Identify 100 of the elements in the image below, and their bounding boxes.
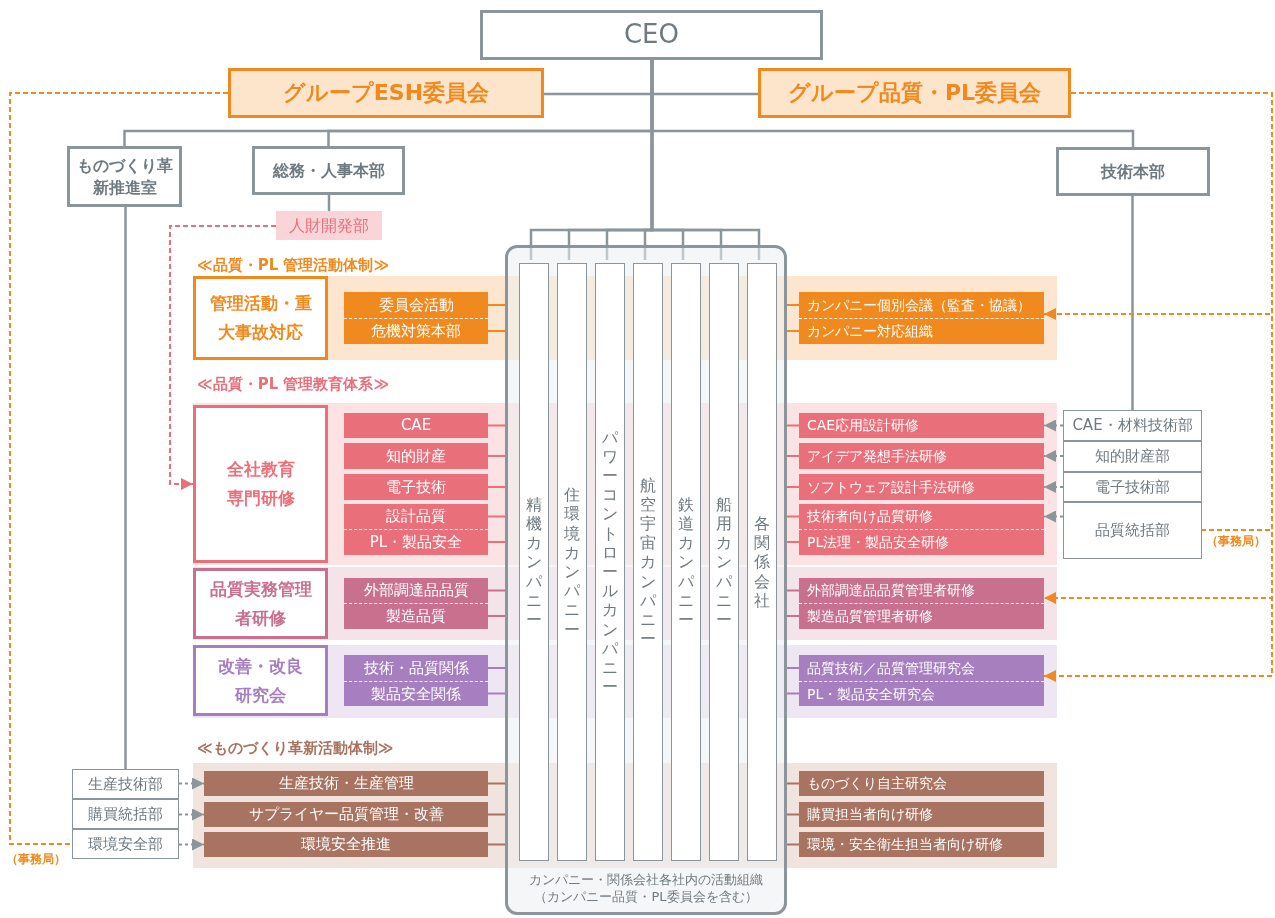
department-box: 環境安全部 xyxy=(72,829,179,859)
activity-box: カンパニー個別会議（監査・協議） xyxy=(799,292,1044,318)
training-box: 技術者向け品質研修 xyxy=(799,504,1044,529)
connector-line xyxy=(786,615,800,617)
company-column: 鉄道カンパニー xyxy=(671,263,701,861)
category-box: 品質実務管理者研修 xyxy=(193,568,328,639)
department-box: CAE・材料技術部 xyxy=(1063,410,1202,441)
company-column: 船用カンパニー xyxy=(709,263,739,861)
training-box: 電子技術 xyxy=(344,474,488,500)
company-container xyxy=(505,245,787,915)
connector-line xyxy=(487,330,506,332)
category-box: 管理活動・重大事故対応 xyxy=(193,276,328,360)
training-box: PL法理・製品安全研修 xyxy=(799,529,1044,555)
connector-line xyxy=(786,589,800,592)
activity-box: 環境・安全衛生担当者向け研修 xyxy=(799,832,1044,857)
activity-box: 生産技術・生産管理 xyxy=(204,771,488,796)
connector-line xyxy=(786,304,800,306)
training-box: CAE xyxy=(344,413,488,438)
activity-box: サプライヤー品質管理・改善 xyxy=(204,802,488,827)
arrow xyxy=(1043,510,1064,523)
training-box: 外部調達品品質管理者研修 xyxy=(799,578,1044,603)
connector-line xyxy=(9,92,229,845)
department-box: 知的財産部 xyxy=(1063,441,1202,472)
connector-line xyxy=(786,515,800,518)
connector-line xyxy=(124,207,127,769)
band-area xyxy=(193,738,1057,868)
section-heading: ≪品質・PL 管理教育体系≫ xyxy=(197,374,390,395)
connector-line xyxy=(327,195,331,211)
training-box: ソフトウェア設計手法研修 xyxy=(799,474,1044,500)
connector-line xyxy=(786,782,800,785)
training-box: 知的財産 xyxy=(344,443,488,469)
arrow xyxy=(1043,481,1064,493)
connector-line xyxy=(487,843,506,846)
connector-line xyxy=(487,782,506,785)
training-box: アイデア発想手法研修 xyxy=(799,443,1044,469)
connector-line xyxy=(487,515,506,518)
connector-line xyxy=(786,330,800,332)
company-column: 各関係会社 xyxy=(747,263,777,861)
arrow xyxy=(178,777,205,790)
connector-line xyxy=(487,589,506,592)
activity-box: ものづくり自主研究会 xyxy=(799,771,1044,796)
arrow xyxy=(1043,419,1064,432)
band-area xyxy=(193,255,1057,360)
note-label: （事務局） xyxy=(1206,533,1266,550)
connector-line xyxy=(786,541,800,543)
connector-line xyxy=(487,667,506,669)
company-column: 住環境カンパニー xyxy=(557,263,587,861)
activity-box: カンパニー対応組織 xyxy=(799,318,1044,344)
connector-line xyxy=(786,455,800,457)
activity-box: 環境安全推進 xyxy=(204,832,488,857)
connector-line xyxy=(786,813,800,816)
connector-line xyxy=(487,486,506,488)
department-box: 総務・人事本部 xyxy=(252,146,405,195)
activity-box: 購買担当者向け研修 xyxy=(799,802,1044,827)
company-column: 航空宇宙カンパニー xyxy=(633,263,663,861)
connector-line xyxy=(786,692,800,695)
activity-box: 委員会活動 xyxy=(344,292,488,318)
section-heading: ≪品質・PL 管理活動体制≫ xyxy=(197,255,390,276)
department-box: 技術本部 xyxy=(1056,147,1210,196)
connector-line xyxy=(786,843,800,846)
company-column: パワーコントロールカンパニー xyxy=(595,263,625,861)
training-box: 外部調達品品質 xyxy=(344,578,488,603)
connector-line xyxy=(487,304,506,306)
connector-line xyxy=(487,541,506,543)
arrow xyxy=(1043,450,1064,462)
study-group-box: 製品安全関係 xyxy=(344,681,488,706)
department-label: 人財開発部 xyxy=(276,211,382,240)
study-group-box: 技術・品質関係 xyxy=(344,655,488,681)
department-box: 生産技術部 xyxy=(72,769,179,799)
activity-box: 危機対策本部 xyxy=(344,318,488,344)
ceo-box: CEO xyxy=(480,10,823,60)
connector-line xyxy=(487,424,506,427)
band-area xyxy=(193,567,1057,640)
arrow xyxy=(178,808,205,821)
department-box: 購買統括部 xyxy=(72,799,179,829)
connector-line xyxy=(487,615,506,617)
connector-line xyxy=(487,813,506,816)
committee-box: グループESH委員会 xyxy=(228,68,544,118)
connector-line xyxy=(487,692,506,695)
arrow xyxy=(169,225,277,490)
department-box: ものづくり革新推進室 xyxy=(67,146,182,207)
note-label: （事務局） xyxy=(6,851,66,868)
connector-line xyxy=(487,455,506,457)
connector-line xyxy=(786,667,800,669)
container-caption: カンパニー・関係会社各社内の活動組織（カンパニー品質・PL委員会を含む） xyxy=(528,870,764,906)
connector-line xyxy=(1131,196,1134,410)
training-box: 製造品質 xyxy=(344,603,488,629)
committee-box: グループ品質・PL委員会 xyxy=(758,68,1071,118)
study-group-box: 品質技術／品質管理研究会 xyxy=(799,655,1044,681)
category-box: 全社教育専門研修 xyxy=(193,405,328,563)
training-box: 設計品質 xyxy=(344,504,488,529)
category-box: 改善・改良研究会 xyxy=(193,645,328,716)
company-column: 精機カンパニー xyxy=(519,263,549,861)
connector-line xyxy=(786,486,800,488)
study-group-box: PL・製品安全研究会 xyxy=(799,681,1044,706)
department-box: 品質統括部 xyxy=(1063,502,1202,559)
training-box: PL・製品安全 xyxy=(344,529,488,555)
department-box: 電子技術部 xyxy=(1063,472,1202,502)
section-heading: ≪ものづくり革新活動体制≫ xyxy=(197,738,394,759)
connector-line xyxy=(786,424,800,427)
